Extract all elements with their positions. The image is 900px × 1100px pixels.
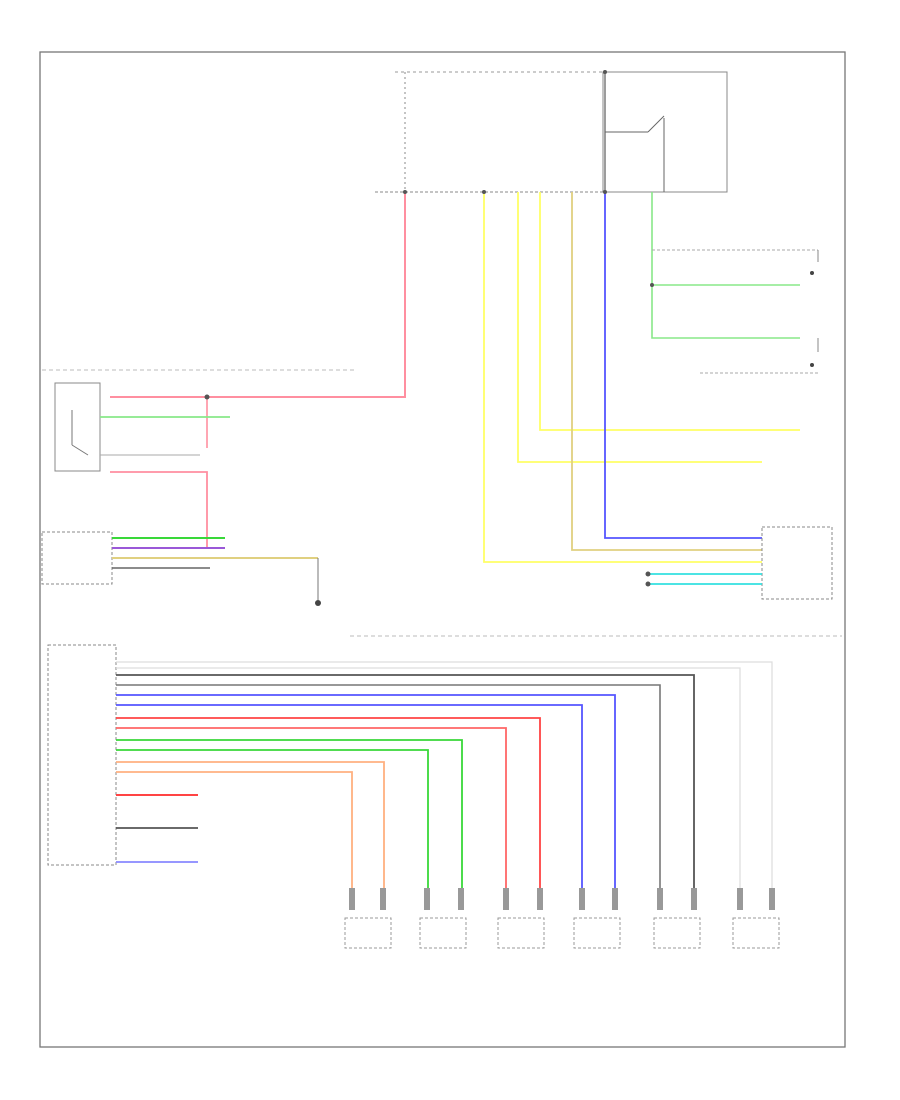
wire-bottom-green-1: [116, 739, 463, 910]
wire-yellow-3: [539, 192, 800, 431]
wire-yellow-2: [517, 192, 762, 463]
wire-bottom-black-2: [116, 684, 661, 910]
wire-bottom-green-2: [116, 749, 429, 910]
ground-icon: [810, 338, 819, 367]
wire-yellow-1: [483, 192, 762, 563]
wire-bottom-orange-1: [116, 761, 385, 910]
sensor-connector-5: [653, 888, 701, 949]
wire-light-green-2: [651, 285, 800, 339]
splice-icon: [403, 190, 407, 194]
wire-bottom-blue-2: [116, 704, 583, 910]
wire-bottom-black-1: [116, 674, 695, 910]
diagram-frame: [39, 51, 846, 1048]
splice-icon: [650, 283, 654, 287]
wire-blue-bus: [604, 192, 762, 539]
wire-bottom-blue-1: [116, 694, 616, 910]
wire-tan-bus: [571, 192, 762, 551]
sensor-connector-1: [344, 888, 392, 949]
junction-box-top: [602, 71, 728, 193]
ground-icon: [810, 250, 819, 275]
splice-icon: [645, 571, 651, 577]
wire-bottom-red-2: [116, 727, 507, 910]
wire-bottom-gray-1: [116, 661, 773, 910]
wire-bottom-orange-2: [116, 771, 353, 910]
splice-icon: [603, 190, 607, 194]
sensor-connector-3: [497, 888, 545, 949]
wire-pink-down: [110, 471, 208, 548]
module-bottom-left: [47, 644, 117, 866]
relay-left-contact2: [71, 444, 89, 456]
splice-icon: [204, 394, 210, 400]
wire-light-green-1: [651, 192, 800, 286]
ground-icon: [315, 600, 321, 606]
splice-icon: [645, 581, 651, 587]
splice-icon: [482, 190, 486, 194]
wire-bottom-gray-2: [116, 667, 741, 910]
wire-pink-main: [110, 192, 406, 398]
control-module-right: [761, 526, 833, 600]
wire-bottom-red-1: [116, 717, 541, 910]
sensor-connector-2: [419, 888, 467, 949]
relay-box-left: [54, 382, 101, 472]
relay-switch: [647, 115, 665, 133]
splice-icon: [603, 70, 607, 74]
sensor-connector-4: [573, 888, 621, 949]
sensor-connector-6: [732, 888, 780, 949]
module-left-mid: [41, 531, 113, 585]
